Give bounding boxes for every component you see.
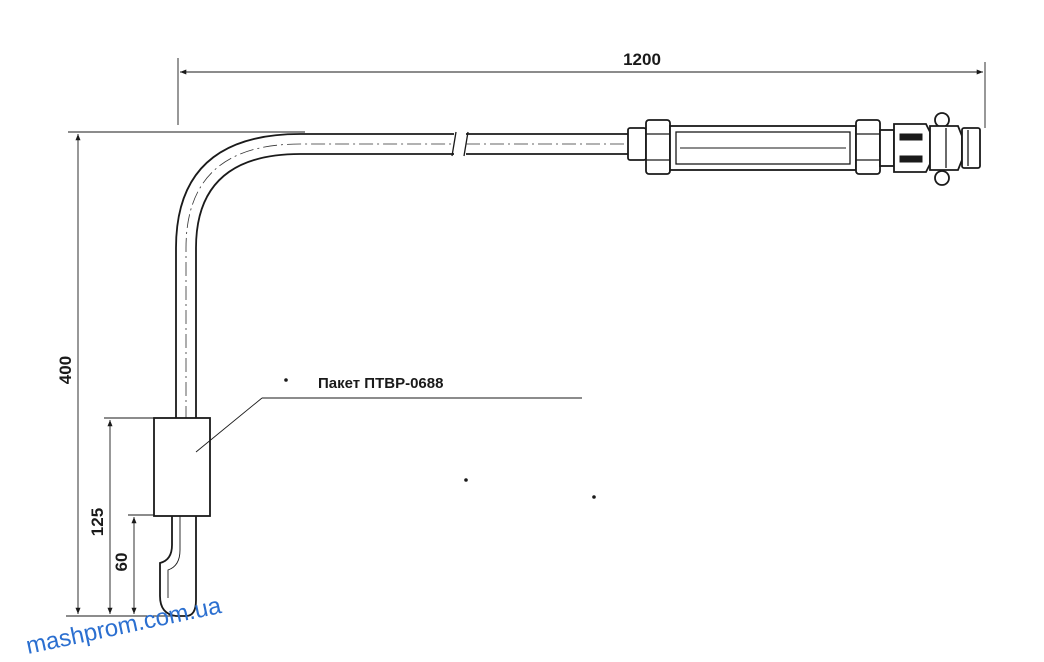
packet-sleeve (153, 417, 211, 517)
coupling-hex (893, 123, 931, 173)
end-tip (961, 127, 981, 169)
dimension-height: 400 (56, 131, 305, 614)
pipe-center-line (185, 143, 454, 420)
nut-right (855, 119, 881, 175)
dimension-text-width: 1200 (623, 50, 661, 69)
collar-small (627, 127, 647, 161)
coupling-ring (879, 129, 895, 167)
dimension-bottom: 60 (112, 514, 162, 614)
head-assembly (627, 112, 981, 186)
lug-top (934, 112, 950, 128)
break-mark-left (451, 131, 457, 157)
pipe-tip (159, 516, 197, 617)
lug-bottom (934, 170, 950, 186)
watermark-text: mashprom.com.ua (24, 592, 225, 660)
dimension-text-bottom: 60 (112, 553, 131, 572)
packet-body (153, 417, 211, 517)
pipe-tip-outline (159, 516, 197, 617)
dimension-text-packet: 125 (88, 508, 107, 536)
bent-pipe (175, 131, 630, 420)
sight-glass-window (675, 131, 851, 165)
packet-callout: Пакет ПТВР-0688 (195, 375, 596, 499)
leader-line-diagonal (195, 397, 263, 453)
nut-left (645, 119, 671, 175)
dimension-packet-height: 125 (88, 417, 156, 614)
dimension-width: 1200 (177, 50, 986, 128)
packet-label: Пакет ПТВР-0688 (318, 375, 443, 392)
pipe-outer-wall (175, 133, 454, 420)
pipe-inner-wall (195, 153, 454, 420)
dimension-text-height: 400 (56, 356, 75, 384)
